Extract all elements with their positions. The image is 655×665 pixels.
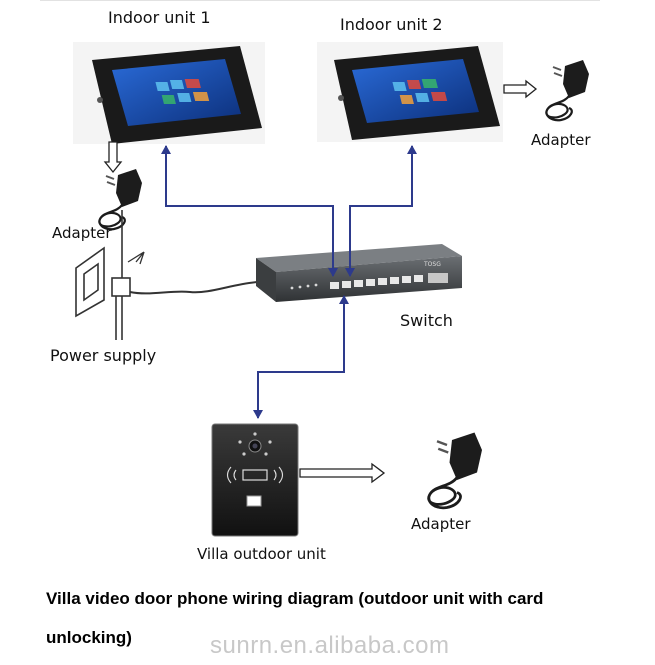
- indoor-1-adapter-arrow: [103, 141, 123, 174]
- watermark: sunrn.en.alibaba.com: [210, 632, 450, 659]
- indoor-unit-2-label: Indoor unit 2: [340, 15, 443, 34]
- network-switch: TOSG: [256, 244, 462, 302]
- adapter-label-indoor-2: Adapter: [531, 131, 591, 149]
- power-supply-line: [75, 210, 259, 340]
- adapter-label-outdoor: Adapter: [411, 515, 471, 533]
- switch-label: Switch: [400, 311, 453, 330]
- power-supply-label: Power supply: [50, 346, 157, 365]
- indoor-2-adapter: [545, 58, 591, 122]
- indoor-unit-1-label: Indoor unit 1: [108, 8, 211, 27]
- adapter-label-indoor-1: Adapter: [52, 224, 112, 242]
- indoor-1-adapter: [98, 167, 144, 231]
- indoor-2-adapter-arrow: [503, 79, 538, 99]
- top-divider: [40, 0, 600, 1]
- outdoor-adapter-arrow: [299, 462, 386, 484]
- caption-line-2: unlocking): [46, 628, 132, 647]
- network-cables: [161, 145, 417, 419]
- indoor-unit-2-tablet: [317, 42, 503, 142]
- outdoor-unit-label: Villa outdoor unit: [197, 545, 326, 563]
- caption-line-1: Villa video door phone wiring diagram (o…: [46, 589, 544, 608]
- outdoor-unit-panel: [211, 423, 299, 537]
- switch-brand-label: TOSG: [423, 261, 441, 268]
- indoor-unit-1-tablet: [73, 42, 265, 144]
- outdoor-adapter: [427, 431, 484, 510]
